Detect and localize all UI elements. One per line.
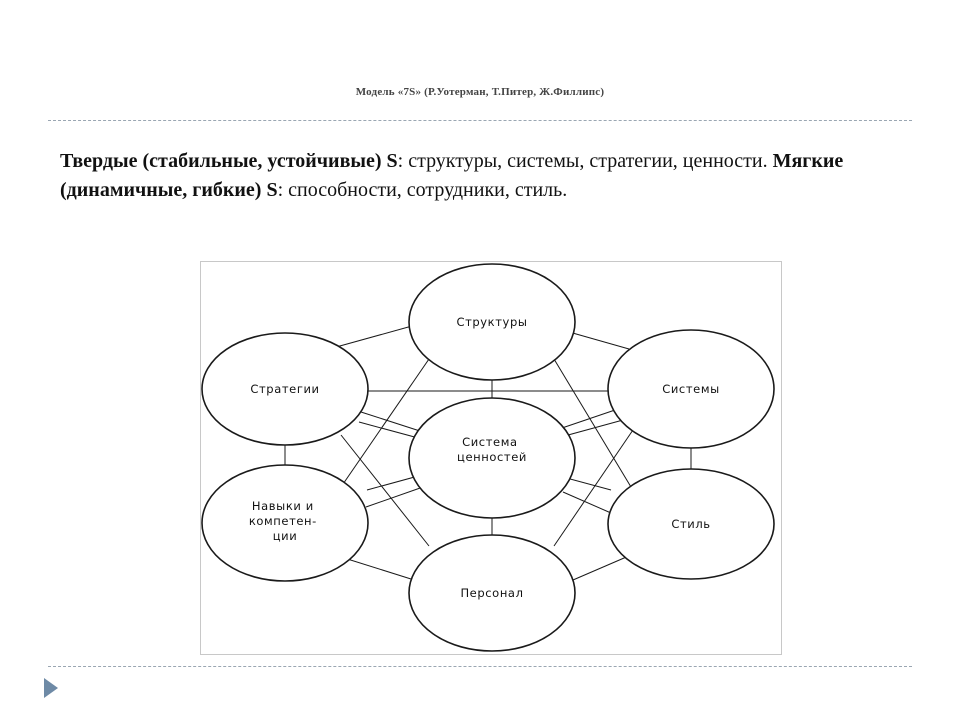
node-staff (408, 534, 576, 652)
node-skills-label: Навыки и компетен- ции (249, 499, 321, 543)
bottom-divider (48, 666, 912, 667)
slide-body-text: Твердые (стабильные, устойчивые) S: стру… (60, 147, 910, 205)
node-style (607, 468, 775, 580)
edge-style-values (562, 491, 612, 514)
diagram-labels: Структуры Стратегии Системы Система ценн… (249, 315, 720, 600)
soft-s-label: Мягкие (динамичные, гибкие) S (60, 150, 844, 201)
node-structures (408, 263, 576, 381)
7s-diagram: Структуры Стратегии Системы Система ценн… (200, 261, 782, 655)
edge-skills-values (365, 486, 424, 508)
node-systems (607, 329, 775, 449)
edge-structures-style (553, 358, 632, 488)
edge-structures-skills (340, 358, 430, 488)
edge-systems-values (561, 409, 616, 429)
top-divider (48, 120, 912, 121)
node-style-label: Стиль (671, 517, 710, 531)
node-values (408, 397, 576, 519)
node-values-label: Система ценностей (457, 435, 527, 464)
node-systems-label: Системы (662, 382, 720, 396)
edge-strategies-values (360, 411, 424, 433)
edge-skills-staff (340, 556, 412, 580)
node-strategies-label: Стратегии (250, 382, 319, 396)
node-structures-label: Структуры (456, 315, 527, 329)
edge-strategies-staff (340, 434, 430, 547)
node-skills (201, 464, 369, 582)
node-staff-label: Персонал (460, 586, 523, 600)
edge-systems-staff (553, 426, 636, 547)
slide-title: Модель «7S» (Р.Уотерман, Т.Питер, Ж.Филл… (355, 86, 605, 98)
hard-s-label: Твердые (стабильные, устойчивые) S (60, 150, 398, 172)
node-strategies (201, 332, 369, 446)
edge-structures-strategies (328, 325, 413, 350)
diagram-nodes (201, 263, 775, 652)
hard-s-list: : структуры, системы, стратегии, ценност… (397, 150, 773, 172)
triangle-right-icon (44, 678, 58, 698)
soft-s-list: : способности, сотрудники, стиль. (277, 179, 568, 201)
7s-diagram-canvas: Структуры Стратегии Системы Система ценн… (201, 263, 775, 652)
edge-style-staff (572, 554, 632, 581)
